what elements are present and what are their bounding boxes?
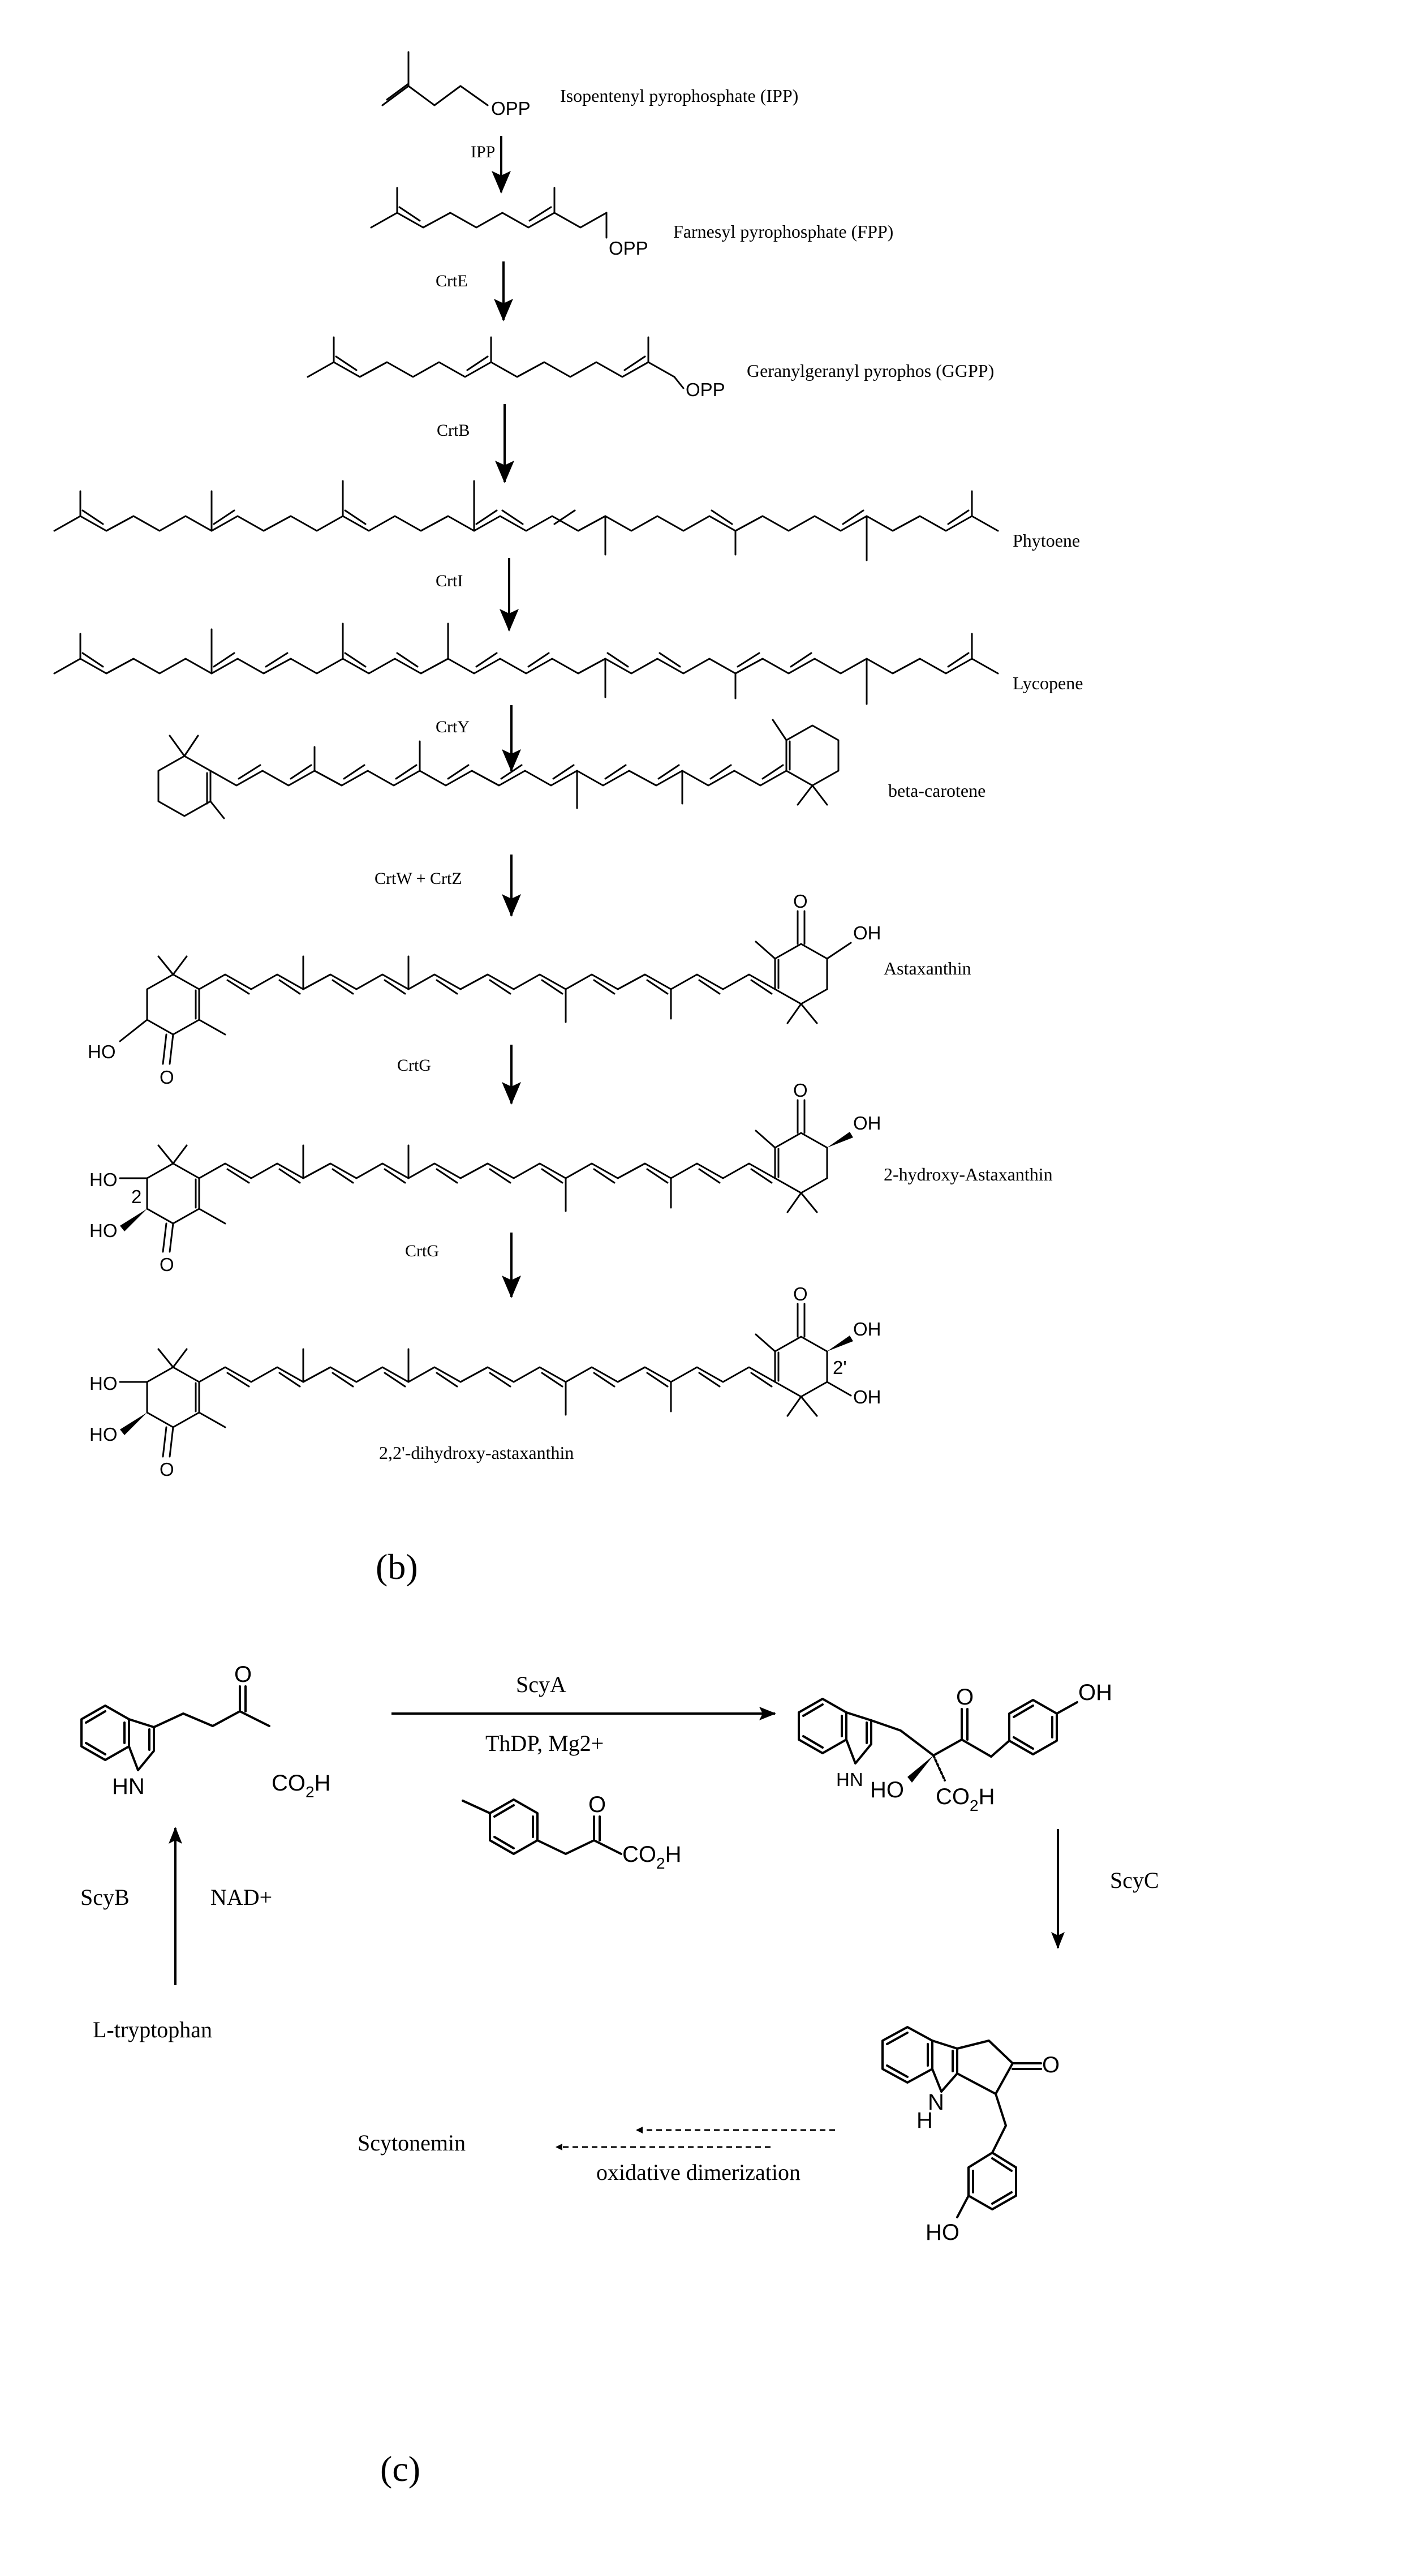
phytoene-structure <box>53 480 999 561</box>
oxo-label: O <box>793 891 808 912</box>
co2h-label: CO2H <box>936 1784 995 1814</box>
enzyme-scyb: ScyB <box>80 1884 130 1910</box>
beta-carotene-structure <box>157 719 840 819</box>
opp-label: OPP <box>686 379 725 400</box>
enzyme-crtg-2: CrtG <box>405 1242 439 1260</box>
fpp-name: Farnesyl pyrophosphate (FPP) <box>673 221 893 242</box>
oxo-label: O <box>234 1662 252 1687</box>
oh-label: OH <box>853 1386 881 1407</box>
position-2-prime: 2' <box>833 1357 847 1378</box>
enzyme-crtwz: CrtW + CrtZ <box>375 869 462 888</box>
oxo-label: O <box>160 1459 174 1480</box>
beta-carotene-name: beta-carotene <box>888 780 985 801</box>
oh-label: OH <box>853 922 881 943</box>
enzyme-ipp: IPP <box>471 143 495 161</box>
opp-label: OPP <box>609 238 648 259</box>
dimerization-label: oxidative dimerization <box>596 2159 801 2185</box>
ggpp-structure: OPP <box>307 336 725 400</box>
dihydroxy-astaxanthin-name: 2,2'-dihydroxy-astaxanthin <box>379 1442 574 1463</box>
ho-label: HO <box>870 1778 904 1802</box>
dihydroxy-astaxanthin-structure: HO HO O O OH OH 2' <box>89 1283 881 1480</box>
ho-label: HO <box>89 1220 118 1241</box>
ho-label: HO <box>89 1424 118 1445</box>
lycopene-structure <box>53 622 999 705</box>
co2h-label: CO2H <box>622 1842 681 1872</box>
co2h-label: CO2H <box>272 1771 330 1801</box>
oh-label: OH <box>853 1113 881 1134</box>
cofactors-label: ThDP, Mg2+ <box>485 1731 604 1756</box>
tricyclic-ketone-structure: O N H HO <box>881 2026 1060 2245</box>
opp-label: OPP <box>491 98 531 119</box>
enzyme-scyc: ScyC <box>1110 1867 1159 1893</box>
indole-pyruvate-structure: HN O CO2H <box>80 1662 330 1801</box>
panel-c-label: (c) <box>380 2449 420 2489</box>
phytoene-name: Phytoene <box>1013 530 1080 551</box>
enzyme-crtb: CrtB <box>437 421 470 440</box>
ho-label: HO <box>89 1373 118 1394</box>
oxo-label: O <box>588 1792 606 1817</box>
oxo-label: O <box>956 1685 974 1710</box>
hydroxy-astaxanthin-structure: HO HO 2 O O OH <box>89 1080 881 1275</box>
hn-label: HN <box>836 1769 863 1790</box>
oxo-label: O <box>793 1283 808 1304</box>
position-2: 2 <box>131 1186 141 1207</box>
enzyme-scya: ScyA <box>516 1672 566 1697</box>
panel-b-label: (b) <box>376 1547 418 1587</box>
lycopene-name: Lycopene <box>1013 673 1083 693</box>
ho-label: HO <box>89 1169 118 1190</box>
astaxanthin-name: Astaxanthin <box>884 958 971 978</box>
oh-label: OH <box>853 1319 881 1339</box>
ggpp-name: Geranylgeranyl pyrophos (GGPP) <box>747 360 994 381</box>
oh-label: OH <box>1078 1680 1112 1705</box>
scytonemin-name: Scytonemin <box>358 2130 466 2156</box>
ipp-name: Isopentenyl pyrophosphate (IPP) <box>560 85 798 106</box>
astaxanthin-structure: HO O O OH <box>88 891 881 1088</box>
oxo-label: O <box>160 1254 174 1275</box>
enzyme-crtg-1: CrtG <box>397 1056 431 1075</box>
enzyme-crti: CrtI <box>436 572 463 590</box>
nh-label: H <box>916 2108 933 2133</box>
scya-product-structure: HN O OH HO CO2H <box>798 1680 1112 1814</box>
fpp-structure: OPP <box>370 187 648 259</box>
phenylpyruvate-structure: O CO2H <box>462 1792 681 1872</box>
enzyme-crty: CrtY <box>436 718 470 736</box>
ipp-structure: OPP <box>381 51 531 119</box>
n-label: N <box>928 2090 944 2115</box>
tryptophan-name: L-tryptophan <box>93 2017 212 2042</box>
hn-label: HN <box>112 1774 145 1799</box>
oxo-label: O <box>793 1080 808 1101</box>
ho-label: HO <box>926 2220 959 2245</box>
ho-label: HO <box>88 1041 116 1062</box>
enzyme-crte: CrtE <box>436 272 468 290</box>
oxo-label: O <box>160 1067 174 1088</box>
hydroxy-astaxanthin-name: 2-hydroxy-Astaxanthin <box>884 1164 1053 1184</box>
oxo-label: O <box>1042 2053 1060 2077</box>
nad-label: NAD+ <box>210 1884 272 1910</box>
